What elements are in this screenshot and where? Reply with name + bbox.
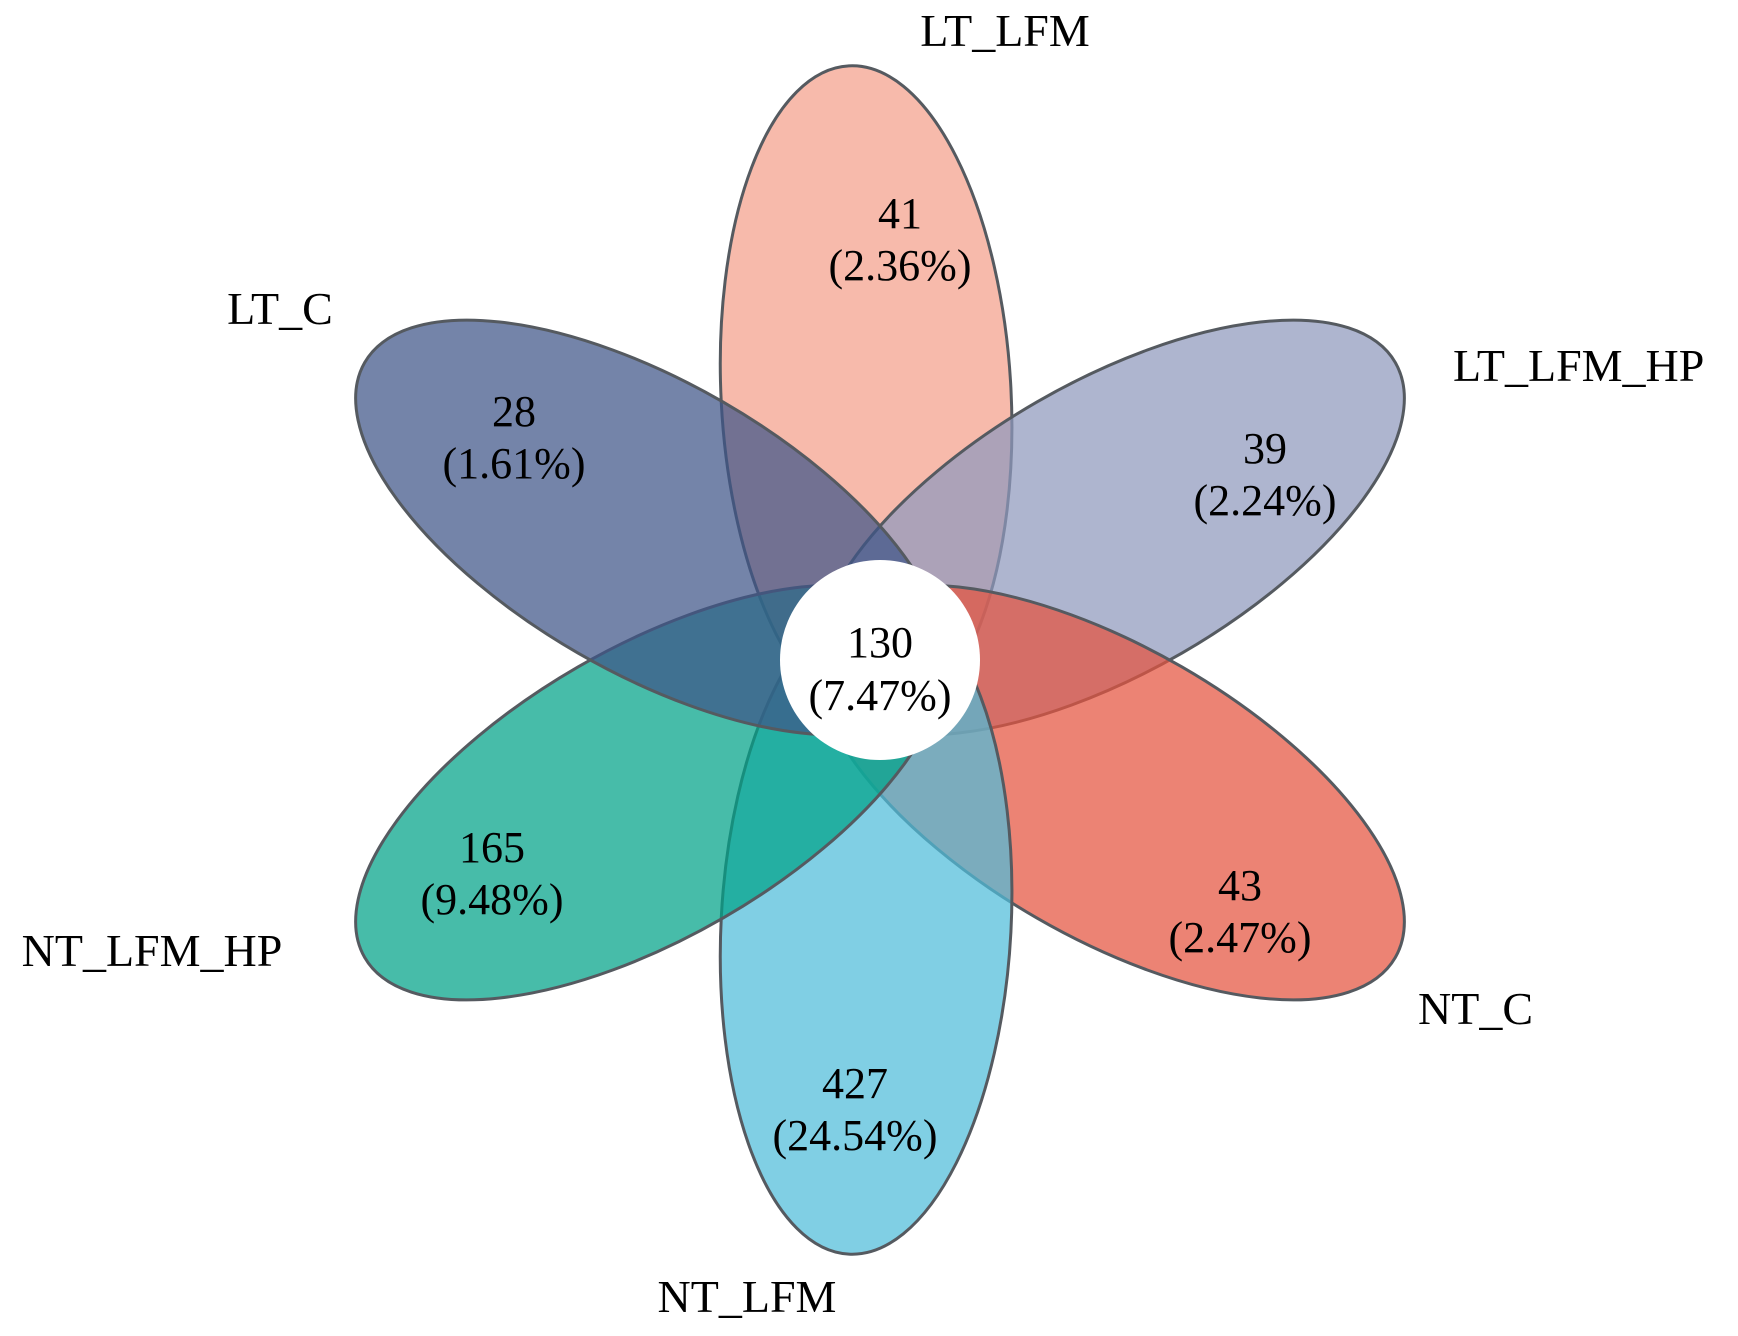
petal-percent-nt-lfm-hp: (9.48%)	[421, 875, 564, 924]
petal-count-lt-lfm: 41	[878, 189, 922, 238]
petal-percent-nt-c: (2.47%)	[1169, 913, 1312, 962]
petal-percent-lt-lfm-hp: (2.24%)	[1194, 476, 1337, 525]
set-label-nt-lfm-hp: NT_LFM_HP	[22, 925, 283, 976]
set-label-nt-c: NT_C	[1418, 983, 1533, 1034]
set-label-lt-lfm: LT_LFM	[920, 5, 1090, 56]
core-circle	[780, 560, 980, 760]
set-label-lt-lfm-hp: LT_LFM_HP	[1453, 340, 1704, 391]
petal-percent-lt-c: (1.61%)	[443, 439, 586, 488]
set-label-lt-c: LT_C	[227, 283, 333, 334]
petal-count-lt-c: 28	[492, 387, 536, 436]
petal-count-nt-c: 43	[1218, 861, 1262, 910]
set-label-nt-lfm: NT_LFM	[658, 1271, 837, 1322]
core-count: 130	[847, 618, 913, 667]
petal-count-nt-lfm: 427	[822, 1059, 888, 1108]
petal-percent-nt-lfm: (24.54%)	[773, 1111, 938, 1160]
petal-count-nt-lfm-hp: 165	[459, 823, 525, 872]
core-label: 130 (7.47%)	[809, 618, 952, 720]
petal-percent-lt-lfm: (2.36%)	[829, 241, 972, 290]
set-label-layer: LT_LFM LT_LFM_HP NT_C NT_LFM NT_LFM_HP LT_C	[22, 5, 1705, 1322]
petal-count-lt-lfm-hp: 39	[1243, 424, 1287, 473]
core-percent: (7.47%)	[809, 671, 952, 720]
count-layer: 41(2.36%) 39(2.24%) 43(2.47%) 427(24.54%) 16…	[421, 189, 1337, 1160]
